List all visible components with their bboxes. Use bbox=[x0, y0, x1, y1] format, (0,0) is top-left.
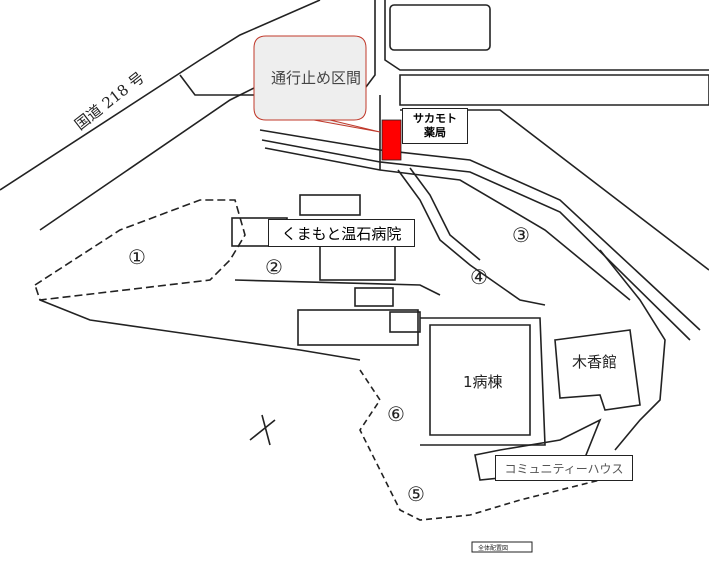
area-2: ② bbox=[265, 255, 283, 279]
plan-title: 全体配置図 bbox=[478, 545, 509, 552]
area-5: ⑤ bbox=[407, 482, 425, 506]
area-1: ① bbox=[128, 245, 146, 269]
community-house-label: コミュニティーハウス bbox=[495, 455, 633, 481]
road-edge bbox=[384, 0, 709, 71]
pharmacy-type: 薬局 bbox=[424, 126, 446, 139]
ward1-label: 1病棟 bbox=[463, 373, 503, 391]
road-edge bbox=[39, 84, 261, 231]
plan-title-frame bbox=[471, 541, 533, 553]
pharmacy-label: サカモト 薬局 bbox=[402, 108, 468, 144]
closure-callout-label: 通行止め区間 bbox=[271, 69, 362, 87]
mokkokan-label: 木香館 bbox=[572, 353, 618, 371]
area-4: ④ bbox=[470, 265, 488, 289]
closed-section-marker bbox=[381, 119, 402, 161]
block bbox=[399, 74, 709, 106]
closure-callout bbox=[253, 35, 381, 133]
area-3: ③ bbox=[512, 223, 530, 247]
parking-block bbox=[389, 4, 491, 51]
pharmacy-name: サカモト bbox=[413, 112, 457, 125]
area-6: ⑥ bbox=[387, 402, 405, 426]
hospital-label: くまもと温石病院 bbox=[268, 219, 415, 247]
road-edge bbox=[0, 0, 321, 191]
